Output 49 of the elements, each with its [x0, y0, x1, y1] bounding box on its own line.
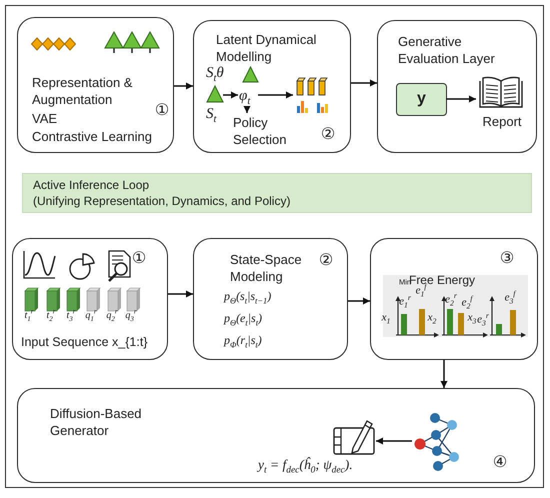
arrow [174, 82, 193, 90]
caption-text: Report [481, 113, 523, 130]
banner-text: Active Inference Loop [33, 178, 150, 193]
box-text: VAE [32, 110, 58, 127]
box-title: Diffusion-Based Generator [50, 405, 143, 439]
process-box [17, 17, 174, 153]
axis-label: x$_{3}$ [468, 312, 476, 324]
axis-label: x$_{2}$ [428, 312, 436, 324]
arrow [258, 92, 293, 98]
arrow [440, 360, 448, 388]
box-text: Representation & Augmentation [32, 74, 134, 108]
step-label: Policy Selection [233, 114, 295, 150]
math-label: S$_{t}$θ [206, 64, 225, 82]
banner-text: (Unifying Representation, Dynamics, and Policy) [33, 194, 292, 209]
process-box [193, 20, 351, 153]
step-number: ① [130, 249, 148, 267]
triangle-icon [242, 66, 259, 83]
box-title: Latent Dynamical Modelling [216, 31, 318, 65]
step-number: ④ [492, 453, 508, 471]
process-box [17, 388, 535, 483]
arrow [446, 96, 476, 102]
process-box [370, 238, 538, 360]
arrow [348, 298, 370, 304]
box-title: Input Sequence x_{1:t} [21, 334, 148, 351]
arrow [223, 92, 238, 98]
math-symbol: φ$_{t}$ [239, 87, 259, 107]
process-box [193, 238, 348, 360]
arrow [244, 106, 250, 113]
box-title: Generative Evaluation Layer [398, 33, 496, 67]
process-box [12, 238, 168, 360]
formula: p$_{Φ}$(r$_{t}$|s$_{t}$) [224, 333, 263, 347]
formula: y$_{t}$ = f$_{dec}$(ĥ$_{0}$; ψ$_{dec}$). [258, 457, 354, 473]
box-text: Contrastive Learning [32, 128, 153, 145]
network-graph-icon [413, 411, 461, 473]
arrow [168, 290, 193, 298]
formula: p$_{Θ}$(e$_{t}$|s$_{t}$) [224, 311, 264, 325]
process-box [377, 20, 537, 153]
banner [22, 173, 532, 213]
step-number: ② [320, 125, 336, 143]
step-number: ② [318, 251, 334, 269]
arrow [376, 438, 412, 444]
formula: p$_{Θ}$(s$_{t}$|s$_{t−1}$) [224, 289, 272, 303]
math-label: S$_{t}$ [206, 105, 218, 123]
step-number: ③ [498, 249, 516, 267]
arrow [351, 80, 377, 86]
box-title: State-Space Modeling [230, 251, 303, 285]
output-box: y [396, 83, 447, 116]
axis-label: x$_{1}$ [382, 312, 390, 324]
step-number: ① [154, 101, 170, 119]
